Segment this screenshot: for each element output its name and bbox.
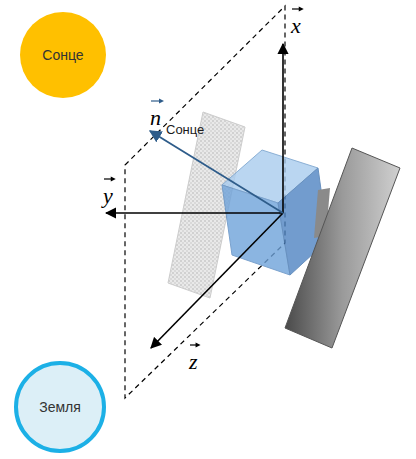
node-text-holder: Сонце (20, 12, 106, 98)
z-axis (151, 213, 283, 348)
vector-label: n (150, 98, 161, 131)
y-axis (106, 212, 283, 214)
earth-circle: Земля (14, 361, 106, 453)
vector-accent-head (196, 343, 201, 348)
node-text-holder: Земля (14, 361, 106, 453)
vector-subscript: Сонце (166, 122, 204, 137)
x-axis (282, 44, 284, 213)
body-label: Сонце (42, 47, 83, 63)
vector-accent-head (159, 99, 164, 104)
axis-label: z (189, 342, 198, 375)
vector-accent-head (111, 177, 116, 182)
axis-label: x (291, 6, 301, 39)
solar-panel (285, 148, 400, 348)
body-label: Земля (39, 399, 81, 415)
axis-label: y (103, 176, 113, 209)
circle-shape (16, 363, 104, 451)
vector-accent-head (299, 7, 304, 12)
circle-shape (20, 12, 106, 98)
sun-vector (150, 131, 283, 213)
sun-circle: Сонце (20, 12, 106, 98)
